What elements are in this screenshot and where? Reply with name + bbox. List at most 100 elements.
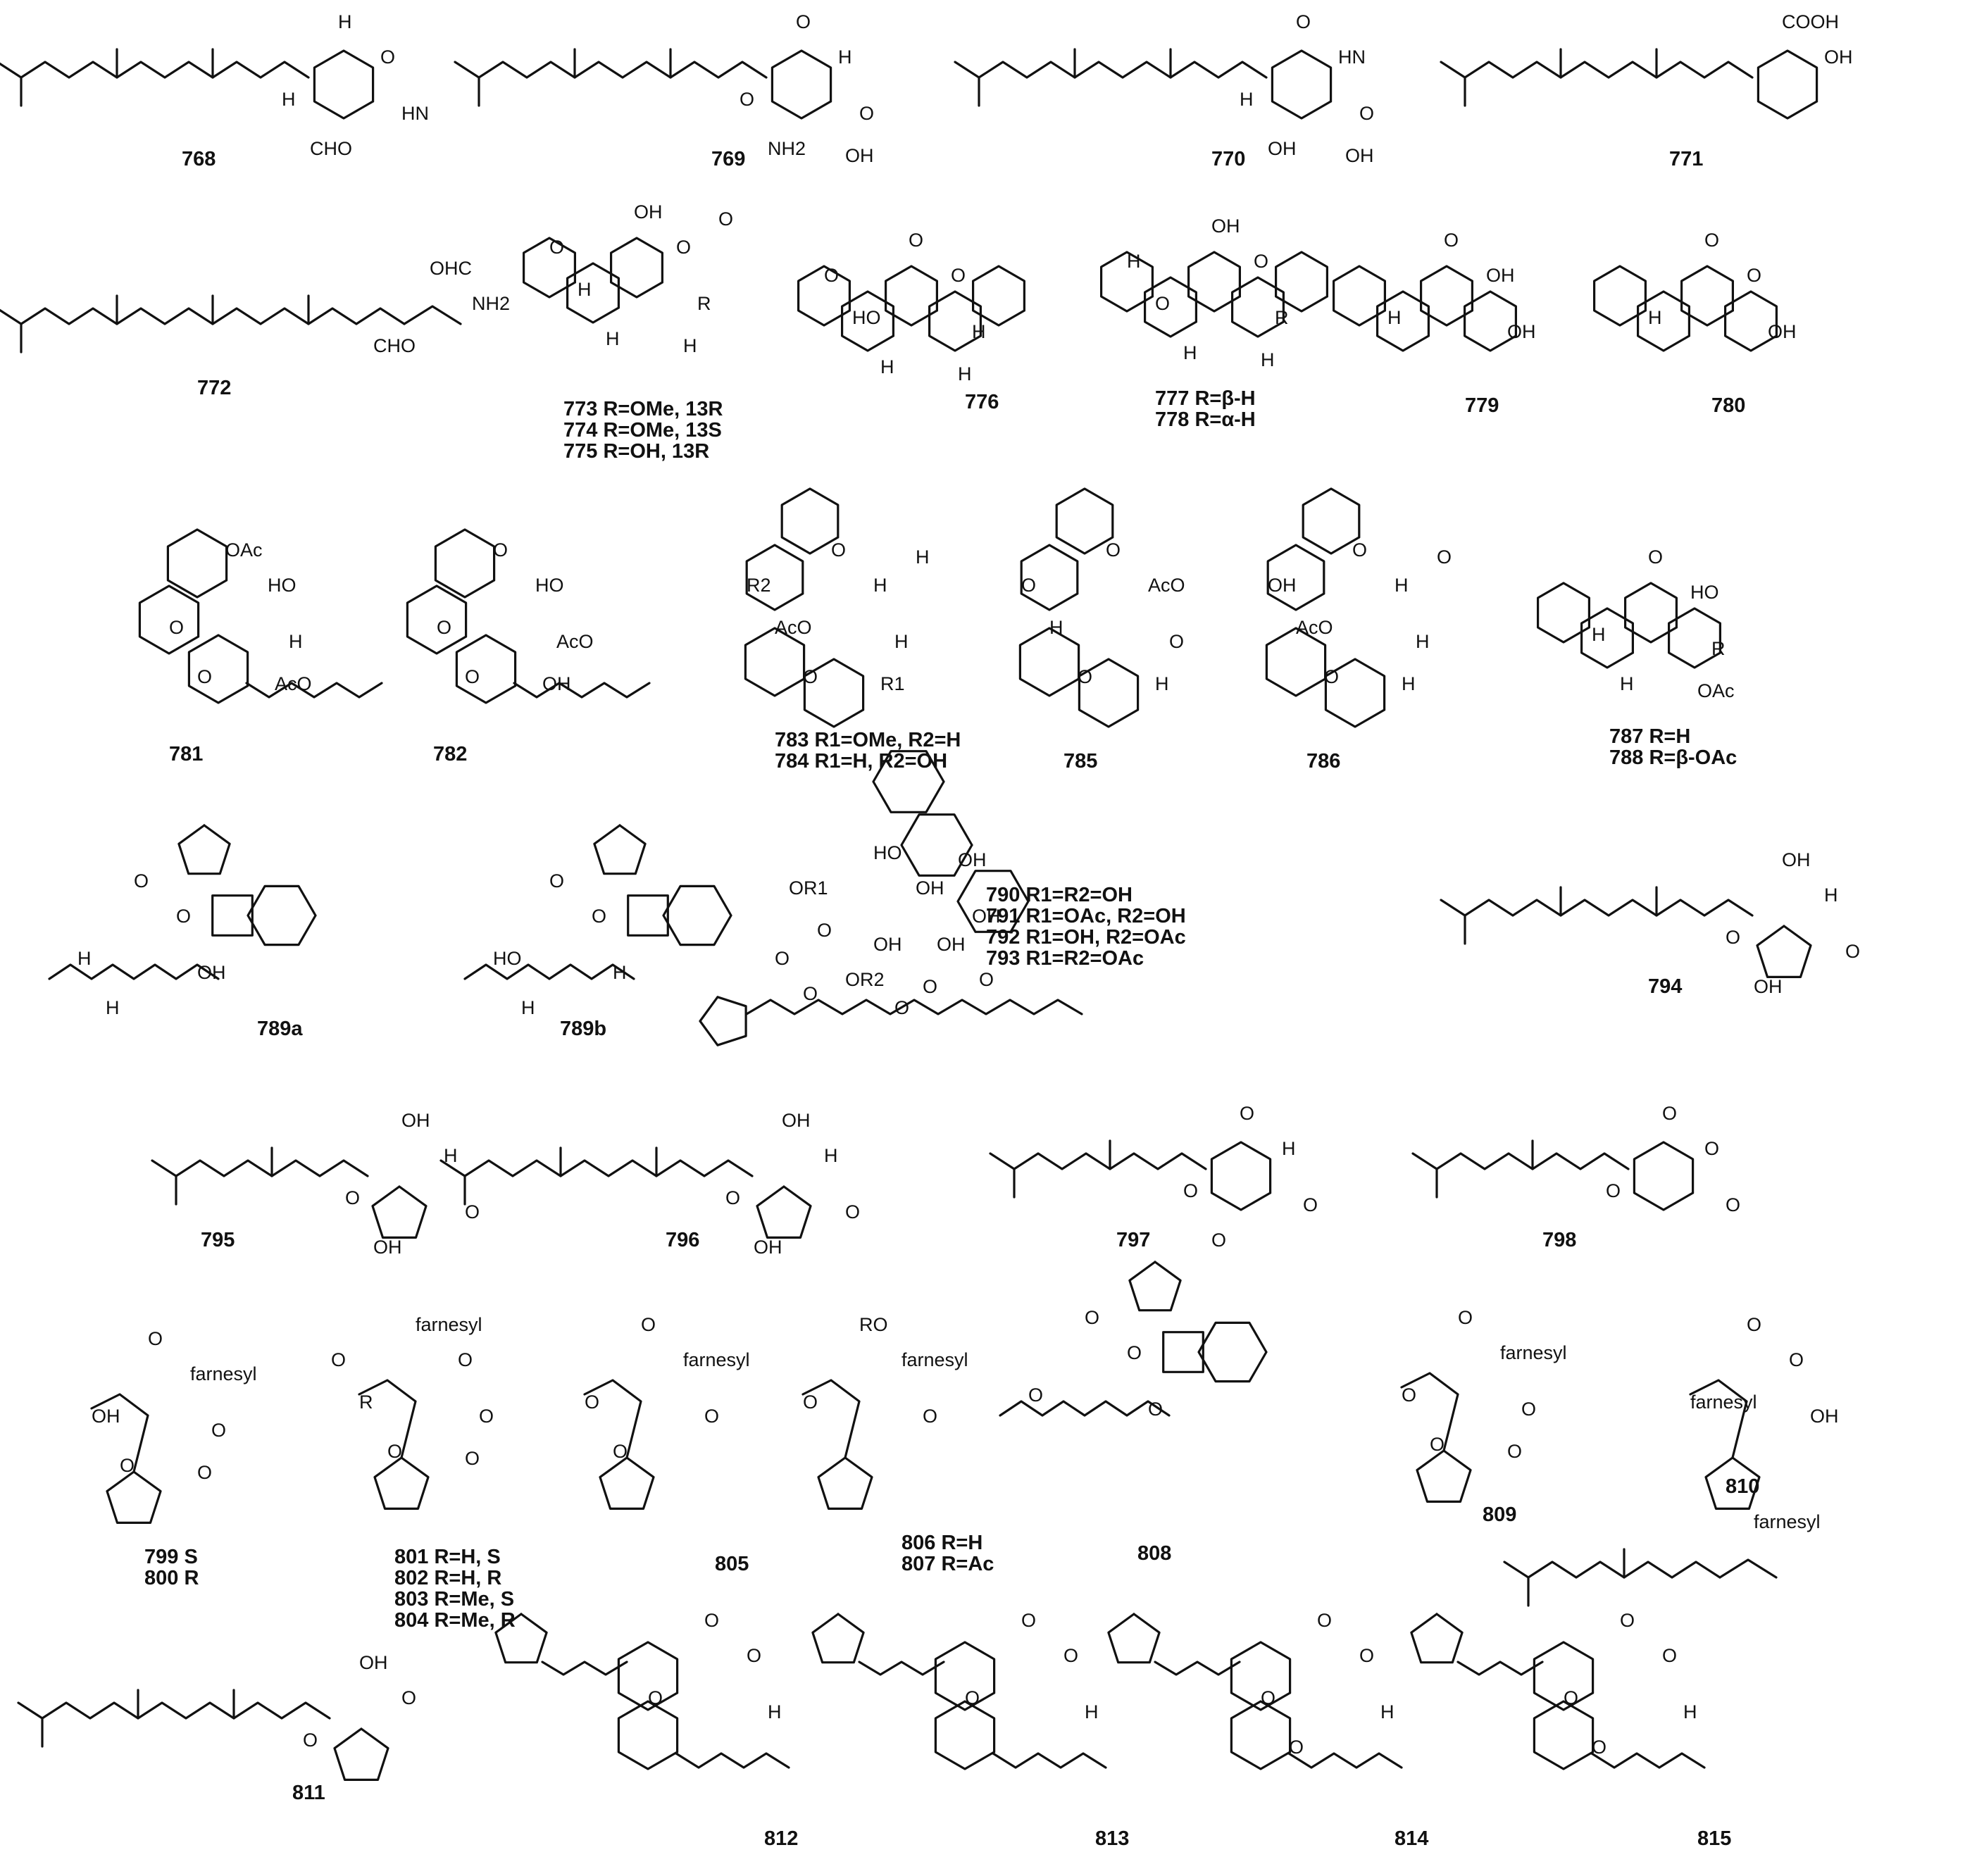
atom-label: H [683,335,697,356]
atom-label: H [77,948,92,969]
atom-label: O [1324,666,1339,687]
atom-label: HO [535,575,564,596]
atom-label: H [1683,1701,1697,1722]
atom-label: HO [268,575,297,596]
compound-number: 794 [1648,975,1682,998]
compound-number: 811 [292,1782,325,1804]
compound-number: 797 [1116,1229,1150,1251]
atom-label: H [972,321,986,342]
atom-label: O [1155,293,1170,314]
atom-label: OH [1268,138,1297,159]
atom-label: O [1845,941,1860,962]
atom-label: O [1592,1737,1606,1758]
atom-label: O [1106,539,1121,561]
atom-label: O [803,983,818,1004]
atom-label: O [1704,230,1719,251]
atom-label: O [493,539,508,561]
atom-label: O [1254,251,1268,272]
compound-farnesyl: farnesyl [1503,1511,1821,1607]
atom-label: O [1620,1610,1635,1631]
atom-label: O [1085,1307,1099,1328]
atom-label: O [909,230,923,251]
atom-label: farnesyl [901,1349,968,1370]
atom-label: H [613,962,627,983]
atom-label: NH2 [768,138,806,159]
atom-label: O [1648,546,1663,568]
compound-caption: 788 R=β-OAc [1609,746,1737,769]
atom-label: OH [92,1406,120,1427]
atom-label: OR1 [789,877,828,899]
compound-number: 809 [1483,1503,1516,1526]
atom-label: RO [859,1314,888,1335]
atom-label: H [1387,307,1402,328]
compound-number: 781 [169,743,203,765]
atom-label: AcO [556,631,594,652]
atom-label: O [817,920,832,941]
atom-label: O [1261,1687,1275,1708]
compound-caption: 777 R=β-H [1155,387,1256,410]
compound-number: 815 [1697,1827,1731,1850]
atom-label: R [697,293,711,314]
atom-label: O [401,1687,416,1708]
atom-label: OH [1345,145,1374,166]
compound-caption: 787 R=H [1609,725,1690,748]
atom-label: OH [1754,976,1783,997]
atom-label: O [965,1687,980,1708]
compound-number: 779 [1465,394,1499,417]
atom-label: NH2 [472,293,510,314]
atom-label: farnesyl [683,1349,750,1370]
atom-label: farnesyl [1754,1511,1821,1532]
atom-label: H [873,575,887,596]
compound-number: 814 [1395,1827,1428,1850]
compound-number: 795 [201,1229,235,1251]
atom-label: O [1662,1103,1677,1124]
atom-label: O [951,265,966,286]
atom-label: O [718,208,733,230]
atom-label: O [1359,103,1374,124]
compound-caption: 783 R1=OMe, R2=H [775,729,961,751]
atom-label: farnesyl [190,1363,257,1384]
atom-label: O [585,1392,599,1413]
atom-label: OH [782,1110,811,1131]
compound-caption: 807 R=Ac [901,1553,994,1575]
atom-label: O [803,1392,818,1413]
compound-number: 808 [1137,1542,1171,1565]
compound-caption: 778 R=α-H [1155,408,1256,431]
atom-label: H [1261,349,1275,370]
atom-label: O [134,870,149,892]
compound-caption: 774 R=OMe, 13S [563,419,722,442]
atom-label: O [831,539,846,561]
atom-label: H [521,997,535,1018]
atom-label: OH [754,1237,782,1258]
compound-caption: 773 R=OMe, 13R [563,398,723,420]
atom-label: CHO [373,335,416,356]
atom-label: H [1085,1701,1099,1722]
atom-label: O [331,1349,346,1370]
atom-label: O [824,265,839,286]
atom-label: O [465,1201,480,1222]
atom-label: H [880,356,894,377]
atom-label: O [1507,1441,1522,1462]
atom-label: O [1240,1103,1254,1124]
atom-label: H [444,1145,458,1166]
compound-number: 780 [1711,394,1745,417]
atom-label: O [859,103,874,124]
atom-label: H [1155,673,1169,694]
atom-label: H [578,279,592,300]
atom-label: O [1063,1645,1078,1666]
atom-label: O [176,906,191,927]
compound-caption: 792 R1=OH, R2=OAc [986,926,1186,949]
compound-caption: 775 R=OH, 13R [563,440,709,463]
atom-label: OH [1768,321,1797,342]
atom-label: O [1169,631,1184,652]
atom-label: OH [1268,575,1297,596]
compound-caption: 791 R1=OAc, R2=OH [986,905,1186,927]
